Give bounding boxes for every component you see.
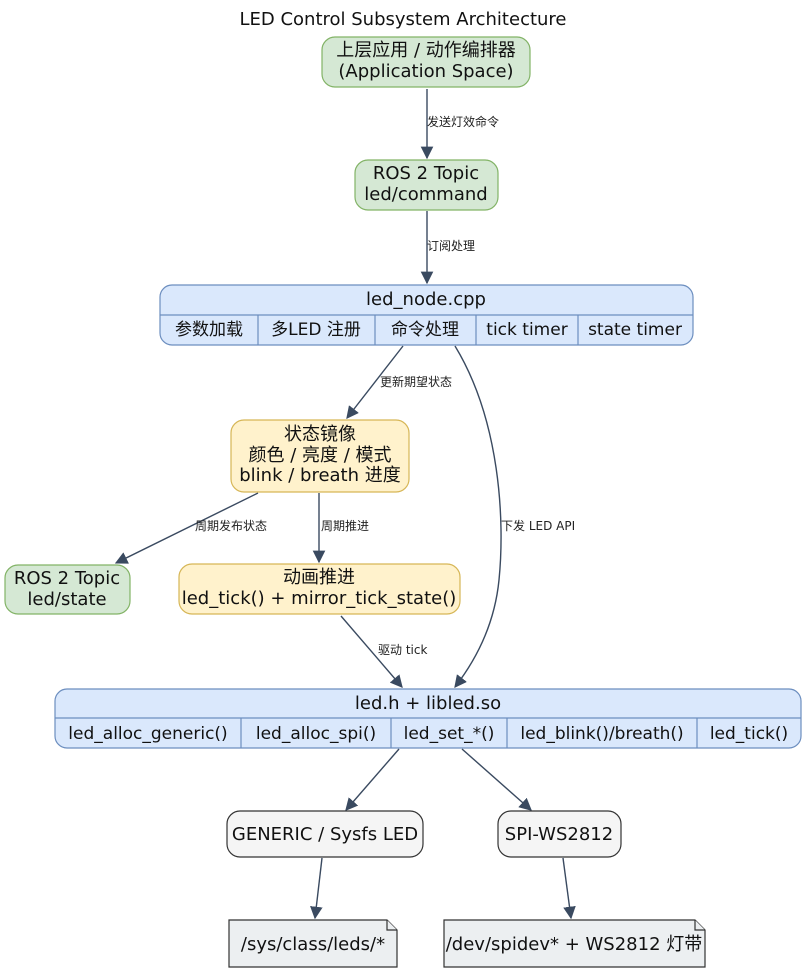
node-animation: 动画推进 led_tick() + mirror_tick_state() xyxy=(178,563,461,615)
node-led-node-cell-state-timer: state timer xyxy=(588,320,682,340)
node-led-node-cell-tick-timer: tick timer xyxy=(486,320,567,340)
node-libled-cell-alloc-spi: led_alloc_spi() xyxy=(256,724,376,744)
node-led-node-cell-register: 多LED 注册 xyxy=(271,320,361,340)
node-state-topic-line-2: led/state xyxy=(27,589,106,610)
edge-spi-to-spidev xyxy=(562,857,576,920)
node-application: 上层应用 / 动作编排器 (Application Space) xyxy=(321,36,531,88)
edge-label-drive-tick: 驱动 tick xyxy=(378,643,427,657)
edge-libled-to-spi xyxy=(461,748,532,811)
node-spi-ws2812-label: SPI-WS2812 xyxy=(505,824,613,845)
node-state-mirror-line-1: 状态镜像 xyxy=(284,424,356,445)
node-sysfs-path-box xyxy=(228,919,398,968)
node-command-topic: ROS 2 Topic led/command xyxy=(354,159,499,211)
node-spi-ws2812-box xyxy=(497,810,622,858)
edge-label-periodic-advance: 周期推进 xyxy=(321,519,369,533)
node-state-mirror-box xyxy=(230,419,410,493)
node-libled-cell-set: led_set_*() xyxy=(404,724,495,744)
edge-animation-to-libled xyxy=(340,615,403,688)
node-sysfs-path: /sys/class/leds/* xyxy=(228,919,398,968)
node-libled: led.h + libled.so led_alloc_generic() le… xyxy=(54,688,802,749)
node-generic-sysfs-label: GENERIC / Sysfs LED xyxy=(232,824,418,845)
node-command-topic-line-1: ROS 2 Topic xyxy=(373,163,479,184)
edge-label-update-state: 更新期望状态 xyxy=(380,374,452,389)
node-animation-line-2: led_tick() + mirror_tick_state() xyxy=(182,588,457,609)
node-spidev-path-label: /dev/spidev* + WS2812 灯带 xyxy=(446,934,703,955)
node-libled-title: led.h + libled.so xyxy=(355,693,501,714)
node-application-line-1: 上层应用 / 动作编排器 xyxy=(336,40,516,61)
node-spidev-path-fold xyxy=(694,920,705,931)
edge-label-send-command: 发送灯效命令 xyxy=(427,114,499,129)
node-command-topic-line-2: led/command xyxy=(364,184,487,205)
node-libled-cell-tick: led_tick() xyxy=(710,724,788,744)
node-libled-cell-alloc-generic: led_alloc_generic() xyxy=(68,724,227,744)
node-state-topic-box xyxy=(4,564,131,615)
node-sysfs-path-fold xyxy=(386,920,397,931)
node-application-line-2: (Application Space) xyxy=(338,61,513,82)
node-libled-cell-blink-breath: led_blink()/breath() xyxy=(520,724,683,744)
edge-generic-to-sysfs xyxy=(310,857,323,920)
node-led-node-cell-command: 命令处理 xyxy=(391,320,459,340)
node-spi-ws2812: SPI-WS2812 xyxy=(497,810,622,858)
node-application-box xyxy=(321,36,531,88)
edge-node-to-libled xyxy=(454,345,502,688)
node-state-mirror-line-2: 颜色 / 亮度 / 模式 xyxy=(248,445,391,466)
node-command-topic-box xyxy=(354,159,499,211)
node-generic-sysfs-box xyxy=(226,810,424,858)
node-animation-box xyxy=(178,563,461,615)
node-led-node-cell-params: 参数加载 xyxy=(175,320,243,340)
node-spidev-path: /dev/spidev* + WS2812 灯带 xyxy=(443,919,706,968)
node-state-topic-line-1: ROS 2 Topic xyxy=(14,568,120,589)
edges: 发送灯效命令 订阅处理 更新期望状态 周期发布状态 周期推进 下发 LED AP… xyxy=(114,89,576,920)
edge-mirror-to-state-topic xyxy=(114,492,259,564)
node-spidev-path-box xyxy=(443,919,706,968)
node-animation-line-1: 动画推进 xyxy=(283,567,355,588)
edge-libled-to-generic xyxy=(345,748,400,811)
node-state-mirror: 状态镜像 颜色 / 亮度 / 模式 blink / breath 进度 xyxy=(230,419,410,493)
node-led-node-title: led_node.cpp xyxy=(366,289,486,310)
edge-label-subscribe: 订阅处理 xyxy=(427,239,475,253)
edge-label-publish-state: 周期发布状态 xyxy=(195,518,267,533)
diagram-title: LED Control Subsystem Architecture xyxy=(239,9,566,30)
node-led-node: led_node.cpp 参数加载 多LED 注册 命令处理 tick time… xyxy=(159,284,694,346)
edge-label-led-api: 下发 LED API xyxy=(501,518,575,533)
edge-node-to-mirror xyxy=(346,345,404,419)
node-sysfs-path-label: /sys/class/leds/* xyxy=(241,934,385,955)
node-state-topic: ROS 2 Topic led/state xyxy=(4,564,131,615)
node-state-mirror-line-3: blink / breath 进度 xyxy=(239,465,401,486)
node-generic-sysfs: GENERIC / Sysfs LED xyxy=(226,810,424,858)
